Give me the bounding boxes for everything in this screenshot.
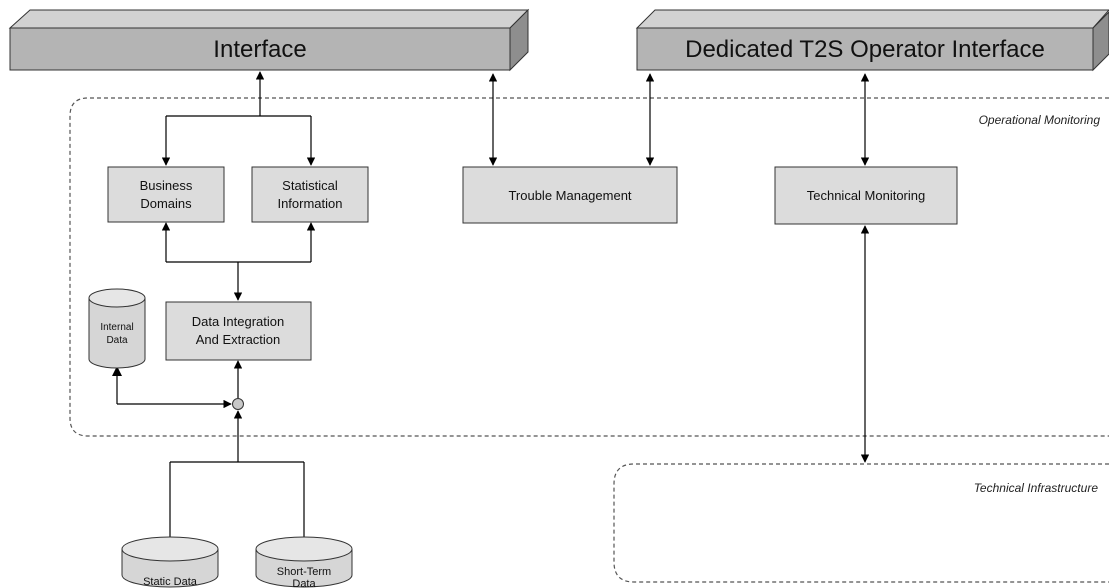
technical-infrastructure-label: Technical Infrastructure	[974, 481, 1099, 495]
statistical-information-line1: Statistical	[282, 178, 338, 193]
operational-monitoring-region	[69, 97, 1109, 437]
trouble-management-label: Trouble Management	[508, 188, 631, 203]
data-integration-line2: And Extraction	[196, 332, 281, 347]
technical-monitoring-label: Technical Monitoring	[807, 188, 926, 203]
statistical-information-line2: Information	[277, 196, 342, 211]
internal-data-cylinder: Internal Data	[88, 288, 146, 369]
business-domains-line2: Domains	[140, 196, 192, 211]
junction-node	[232, 398, 244, 410]
statistical-information-box: Statistical Information	[251, 166, 369, 223]
static-data-cylinder: Static Data	[121, 536, 219, 588]
technical-monitoring-box: Technical Monitoring	[774, 166, 958, 225]
short-term-data-line2: Data	[292, 578, 316, 588]
data-integration-box: Data Integration And Extraction	[165, 301, 312, 361]
interface-bar-label: Interface	[213, 36, 306, 63]
operator-interface-bar: Dedicated T2S Operator Interface	[635, 9, 1109, 72]
technical-infrastructure-region	[613, 463, 1109, 583]
short-term-data-cylinder: Short-Term Data	[255, 536, 353, 588]
trouble-management-box: Trouble Management	[462, 166, 678, 224]
connectors	[112, 71, 870, 548]
internal-data-line2: Data	[106, 335, 128, 346]
business-domains-line1: Business	[140, 178, 193, 193]
operational-monitoring-label: Operational Monitoring	[979, 113, 1101, 127]
short-term-data-line1: Short-Term	[277, 566, 331, 578]
data-integration-line1: Data Integration	[192, 314, 285, 329]
interface-bar: Interface	[8, 8, 530, 72]
operator-interface-bar-label: Dedicated T2S Operator Interface	[685, 36, 1045, 63]
static-data-label: Static Data	[143, 576, 198, 588]
business-domains-box: Business Domains	[107, 166, 225, 223]
internal-data-line1: Internal	[100, 322, 133, 333]
